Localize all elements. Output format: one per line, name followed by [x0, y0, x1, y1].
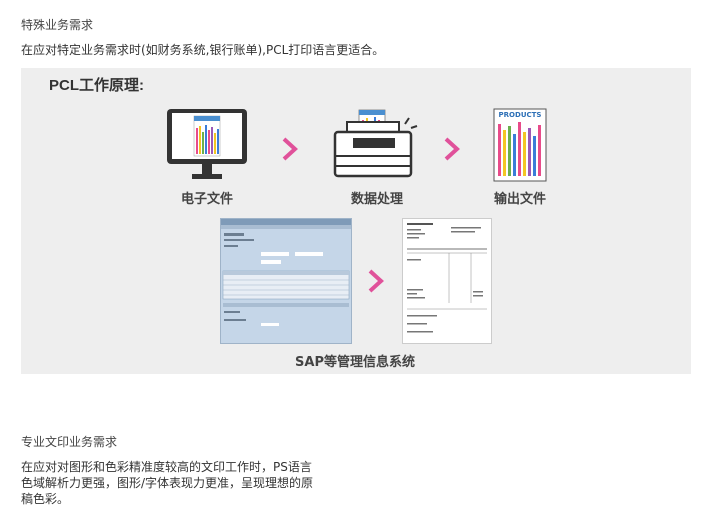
text-line: 在应对对图形和色彩精准度较高的文印工作时，PS语言 — [21, 460, 312, 474]
step-label-data-processing: 数据处理 — [350, 192, 403, 207]
printed-page-icon — [493, 108, 547, 182]
step-label-output-file: 输出文件 — [493, 192, 546, 207]
text-line: 稿色彩。 — [21, 492, 70, 506]
section-heading-special: 特殊业务需求 — [21, 18, 94, 32]
chevron-right-icon — [281, 136, 299, 162]
output-document-thumbnail — [402, 218, 492, 344]
product-label: PRODUCTS — [498, 111, 542, 119]
section-text-special: 在应对特定业务需求时(如财务系统,银行账单),PCL打印语言更适合。 — [21, 43, 385, 57]
step-label-electronic-file: 电子文件 — [180, 192, 233, 207]
chevron-right-icon — [443, 136, 461, 162]
section-heading-professional: 专业文印业务需求 — [21, 435, 118, 449]
sap-screenshot-thumbnail — [220, 218, 352, 344]
printer-icon — [331, 108, 423, 182]
chevron-right-icon — [367, 268, 385, 294]
diagram-title: PCL工作原理: — [49, 77, 144, 94]
text-line: 色域解析力更强，图形/字体表现力更准，呈现理想的原 — [21, 476, 314, 490]
pcl-diagram-panel: PCL工作原理: 电子文件 — [21, 68, 691, 374]
section-text-professional: 在应对对图形和色彩精准度较高的文印工作时，PS语言 色域解析力更强，图形/字体表… — [21, 459, 313, 507]
sap-caption: SAP等管理信息系统 — [295, 355, 415, 370]
monitor-icon — [166, 108, 248, 184]
